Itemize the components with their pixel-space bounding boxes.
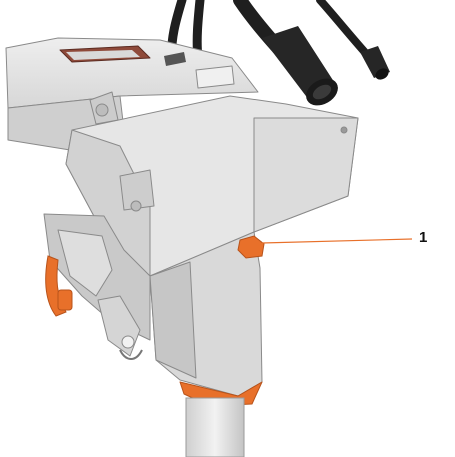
highlighted-part — [237, 235, 265, 259]
lower-column — [149, 231, 263, 407]
callout-leader — [261, 238, 413, 244]
clamp-handle — [45, 255, 73, 317]
mounting-bracket — [43, 213, 151, 360]
cable-connector — [262, 26, 390, 106]
front-housing — [65, 65, 359, 277]
callout-label: 1 — [419, 229, 428, 246]
shaft — [185, 397, 245, 457]
